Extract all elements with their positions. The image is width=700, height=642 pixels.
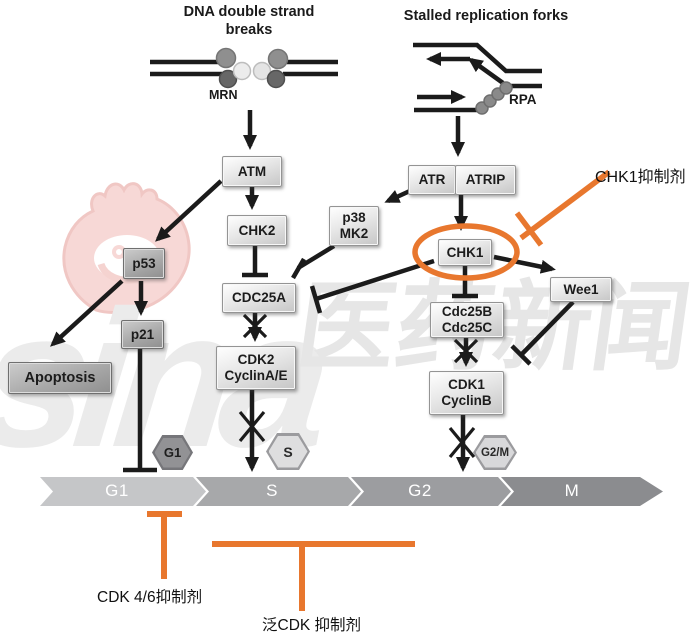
edge-wee1-cdk1-inhibit — [510, 300, 575, 366]
pan-cdk-inhibitor-bracket — [212, 541, 415, 611]
bar-segment-m — [501, 477, 663, 506]
edge-chk1-wee1 — [493, 254, 556, 274]
cell-cycle-bar — [40, 477, 663, 506]
fork-glyph — [413, 42, 542, 113]
eye-dot-core — [116, 249, 122, 255]
bar-segment-s — [196, 477, 361, 506]
chk1-highlight-circle — [412, 223, 520, 281]
edge-atr-p38 — [384, 187, 413, 204]
edge-p38-cdc25a-inhibit — [291, 244, 336, 280]
block-x-cdc25bc-cdk1 — [453, 338, 479, 364]
edge-p53-apoptosis — [50, 279, 124, 347]
edge-chk2-cdc25a-inhibit — [242, 246, 268, 278]
edge-p21-g1-inhibit — [123, 349, 157, 473]
dsb-glyph — [150, 59, 338, 77]
block-x-cdc25a-cdk2 — [242, 313, 268, 339]
bar-segment-g2 — [351, 477, 511, 506]
bar-segment-g1 — [40, 477, 206, 506]
cdk46-inhibitor-tbar — [147, 511, 182, 579]
rpa-beads-icon — [475, 81, 513, 115]
edge-chk1-cdc25a-inhibit — [309, 258, 435, 314]
chk1-inhibitor-tbar — [514, 169, 611, 247]
block-x-cdk1-g2m — [448, 426, 476, 459]
edge-chk1-cdc25bc-inhibit — [452, 266, 478, 299]
mrn-complex-icon — [215, 47, 289, 89]
block-x-cdk2-s — [238, 410, 266, 443]
edge-atm-p53 — [155, 179, 223, 242]
